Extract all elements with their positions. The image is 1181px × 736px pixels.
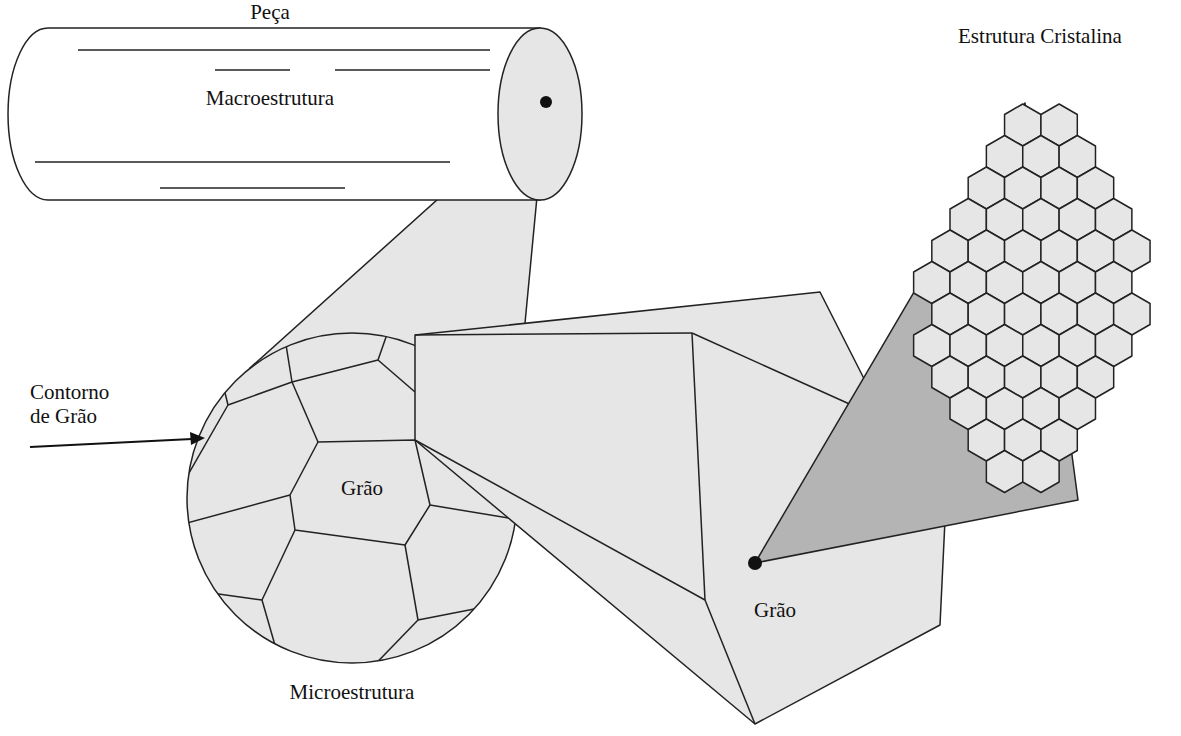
- node-text: Microestrutura: [290, 680, 415, 704]
- grain-boundary: [212, 340, 228, 405]
- grain-boundary: [292, 360, 378, 382]
- atom-cell: [986, 451, 1022, 493]
- grain-boundary: [282, 320, 292, 382]
- text-holder: Grão: [307, 476, 417, 500]
- leader-arrowhead: [190, 432, 205, 445]
- node-text: Macroestrutura: [206, 86, 334, 110]
- grain-boundary: [185, 405, 228, 480]
- cylinder-end: [498, 28, 582, 200]
- texture-line: [78, 49, 490, 51]
- polyhedron-edge: [692, 333, 705, 600]
- grain-boundary: [378, 320, 392, 360]
- grain-boundary: [405, 545, 418, 620]
- text-holder: Macroestrutura: [150, 86, 390, 110]
- polyhedron-edge: [705, 600, 755, 724]
- crystal-lattice: Estrutura Cristalina: [745, 20, 1165, 580]
- cylinder-body: [8, 28, 540, 200]
- text-holder: Microestrutura: [242, 680, 462, 704]
- texture-line: [335, 69, 490, 71]
- text-holder: Peça: [170, 0, 370, 24]
- node-text: Grão: [341, 476, 383, 500]
- label-holder: Contorno de Grão: [30, 380, 122, 428]
- node-text: Grão: [754, 598, 796, 622]
- zoom-dot: [540, 96, 552, 108]
- zoom-cone-shaded: [755, 103, 1078, 563]
- node-text: Peça: [250, 0, 290, 24]
- grain-outline: [290, 440, 430, 545]
- texture-line: [160, 187, 345, 189]
- grain-boundary: [378, 360, 415, 392]
- texture-line: [215, 69, 290, 71]
- grain-boundary: [360, 620, 418, 680]
- polyhedron-edge: [415, 333, 692, 335]
- grain-boundary: [180, 495, 290, 525]
- node-text: Estrutura Cristalina: [958, 24, 1122, 48]
- shape-outline: [745, 20, 1165, 580]
- grain-boundary: [292, 382, 318, 442]
- grain-boundary: [228, 382, 292, 405]
- atom-cell: [1023, 451, 1059, 493]
- grain-cell: Grão: [288, 438, 434, 548]
- grain-boundary: [418, 600, 520, 620]
- part-cylinder: PeçaMacroestrutura: [0, 0, 595, 210]
- zoom-dot: [748, 556, 762, 570]
- polyhedron-edge: [415, 440, 705, 600]
- grain-boundary: [262, 530, 295, 600]
- text-holder: Estrutura Cristalina: [920, 24, 1160, 48]
- leader-line: [30, 439, 192, 447]
- text-holder: Grão: [715, 598, 835, 622]
- callout-label: Contorno de Grão: [30, 380, 122, 428]
- grain-boundary: [262, 600, 285, 680]
- grain-boundary: [190, 590, 262, 600]
- texture-line: [35, 161, 450, 163]
